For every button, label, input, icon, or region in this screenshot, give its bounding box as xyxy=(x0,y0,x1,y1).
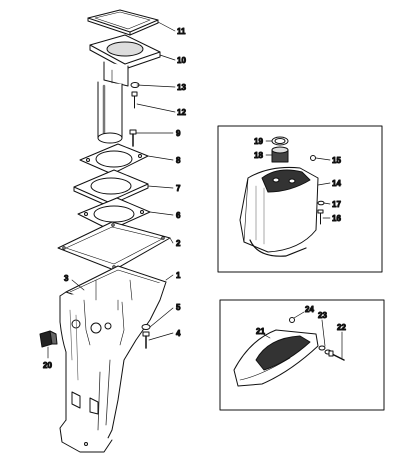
leader-lines xyxy=(47,21,343,359)
callout-10: 10 xyxy=(177,56,186,65)
callout-15: 15 xyxy=(332,156,341,165)
callout-11: 11 xyxy=(177,27,186,36)
callout-1: 1 xyxy=(176,271,181,280)
callout-23: 23 xyxy=(318,311,327,320)
screw-part-4 xyxy=(142,331,150,349)
callout-3: 3 xyxy=(64,274,69,283)
callout-17: 17 xyxy=(332,200,341,209)
gasket-part-8 xyxy=(79,143,149,175)
callout-9: 9 xyxy=(176,129,181,138)
callout-12: 12 xyxy=(177,108,186,117)
washer-part-5 xyxy=(141,324,151,330)
callout-7: 7 xyxy=(176,184,181,193)
callout-24: 24 xyxy=(305,305,314,314)
cover-plate-part-11 xyxy=(87,9,159,36)
plate-part-7 xyxy=(73,169,149,207)
callout-19: 19 xyxy=(254,137,263,146)
screw-part-12 xyxy=(131,91,138,109)
inset-box-water-shield xyxy=(219,299,385,411)
callout-6: 6 xyxy=(176,211,181,220)
gasket-part-2 xyxy=(57,221,171,271)
callout-20: 20 xyxy=(43,361,52,370)
callout-22: 22 xyxy=(337,323,346,332)
exhaust-adapter-part-10 xyxy=(89,34,161,144)
callout-5: 5 xyxy=(176,303,181,312)
callout-16: 16 xyxy=(332,214,341,223)
callout-8: 8 xyxy=(176,156,181,165)
callout-4: 4 xyxy=(176,329,181,338)
inset-box-lower-cowl xyxy=(217,125,383,273)
clip-part-20 xyxy=(39,330,58,348)
screw-part-9 xyxy=(129,129,137,147)
gasket-part-6 xyxy=(77,197,151,231)
callout-21: 21 xyxy=(256,327,265,336)
callout-2: 2 xyxy=(176,239,181,248)
callout-14: 14 xyxy=(332,179,341,188)
callout-13: 13 xyxy=(177,83,186,92)
callout-18: 18 xyxy=(254,151,263,160)
callout-labels: 11 10 13 12 9 8 7 6 2 1 3 5 4 20 19 18 1… xyxy=(43,27,347,371)
driveshaft-housing-part-1 xyxy=(59,265,167,453)
